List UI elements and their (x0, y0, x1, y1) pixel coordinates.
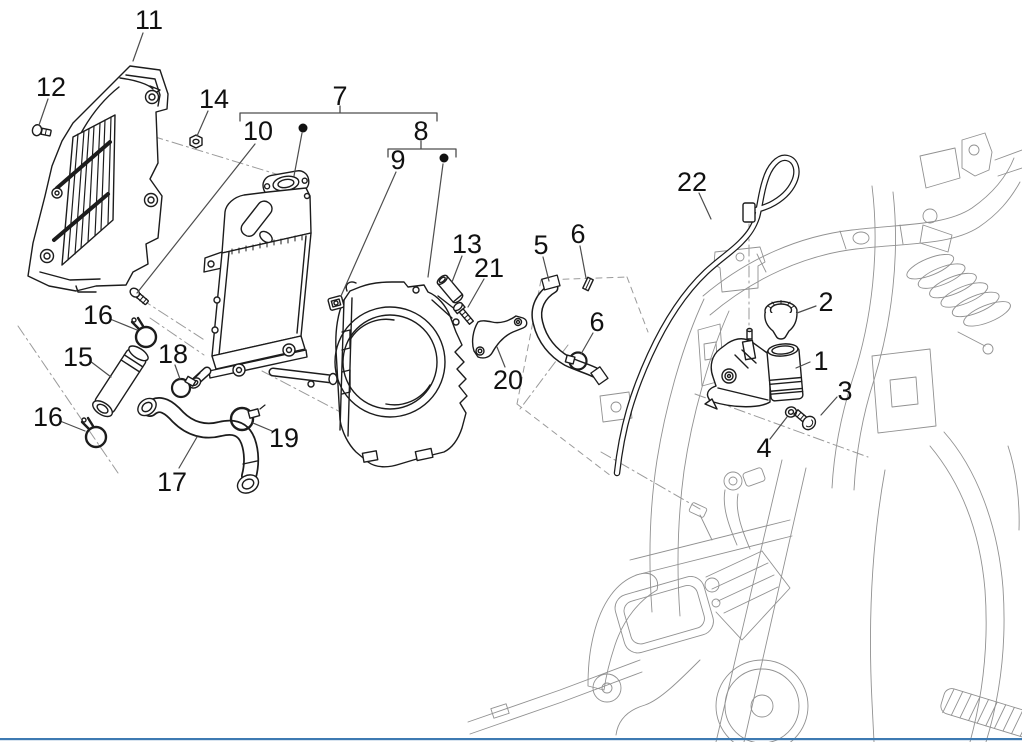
overflow-pipe-22 (613, 154, 800, 477)
callout-label-2: 2 (818, 287, 833, 317)
callout-label-16b: 16 (33, 402, 63, 432)
callout-label-18: 18 (158, 339, 188, 369)
expansion-tank (704, 327, 804, 410)
hose-15 (92, 345, 149, 418)
callout-label-6a: 6 (570, 219, 585, 249)
callout-label-21: 21 (474, 253, 504, 283)
callout-label-8: 8 (413, 116, 428, 146)
nut-14 (189, 134, 203, 149)
screw-3 (793, 409, 817, 431)
assembly-dot-7 (298, 123, 308, 133)
callout-label-12: 12 (36, 72, 66, 102)
callout-label-11: 11 (135, 5, 163, 35)
washer-4 (784, 406, 798, 418)
callout-label-3: 3 (837, 376, 852, 406)
callout-label-16a: 16 (83, 300, 113, 330)
clamp-16-lower (80, 416, 108, 449)
washer-21 (452, 318, 460, 326)
callout-label-14: 14 (199, 84, 229, 114)
frame-upper-spar (702, 157, 1015, 297)
tank-cap (764, 300, 798, 340)
callout-label-9: 9 (390, 145, 405, 175)
engine (614, 467, 809, 742)
callout-labels: 11 12 14 7 10 8 9 13 21 20 5 6 6 22 2 1 … (33, 5, 853, 497)
callout-label-7: 7 (332, 81, 347, 111)
callout-label-20: 20 (493, 365, 523, 395)
clamp-19 (229, 404, 266, 432)
shock-absorber (906, 208, 1011, 355)
callout-label-15: 15 (63, 342, 93, 372)
bracket-group-8 (387, 140, 457, 158)
heat-shield (940, 688, 1022, 739)
screw-12 (31, 124, 52, 137)
callout-label-5: 5 (533, 230, 548, 260)
radiator (188, 170, 338, 389)
screw-radiator-mount (129, 287, 149, 306)
callout-label-1: 1 (813, 346, 828, 376)
clamp-16-upper (130, 316, 158, 349)
fan-shroud (334, 281, 468, 468)
callout-label-17: 17 (157, 467, 187, 497)
spacer-13 (436, 274, 464, 304)
callout-label-6b: 6 (589, 307, 604, 337)
callout-label-22: 22 (677, 167, 707, 197)
radiator-cover-grille (27, 65, 169, 293)
assembly-dot-8 (439, 153, 449, 163)
bracket-20 (471, 315, 528, 359)
construction-lines (17, 135, 869, 510)
hose-17 (137, 397, 260, 494)
clamp-6-upper (582, 276, 594, 292)
screw-21 (452, 301, 475, 325)
callout-leaders (38, 32, 838, 469)
bracket-group-7 (239, 105, 438, 122)
callout-label-10: 10 (243, 116, 273, 146)
frame-bracket-top-right (961, 132, 993, 177)
clip-nut-9 (327, 295, 345, 311)
callout-label-4: 4 (756, 433, 771, 463)
clamp-6-lower (564, 351, 588, 371)
callout-label-19: 19 (269, 423, 299, 453)
footer-rule (0, 738, 1022, 741)
callout-label-13: 13 (452, 229, 482, 259)
frame-plate (871, 348, 937, 434)
clamp-18 (170, 372, 201, 399)
background-machinery (467, 132, 1022, 742)
parts (27, 65, 817, 494)
